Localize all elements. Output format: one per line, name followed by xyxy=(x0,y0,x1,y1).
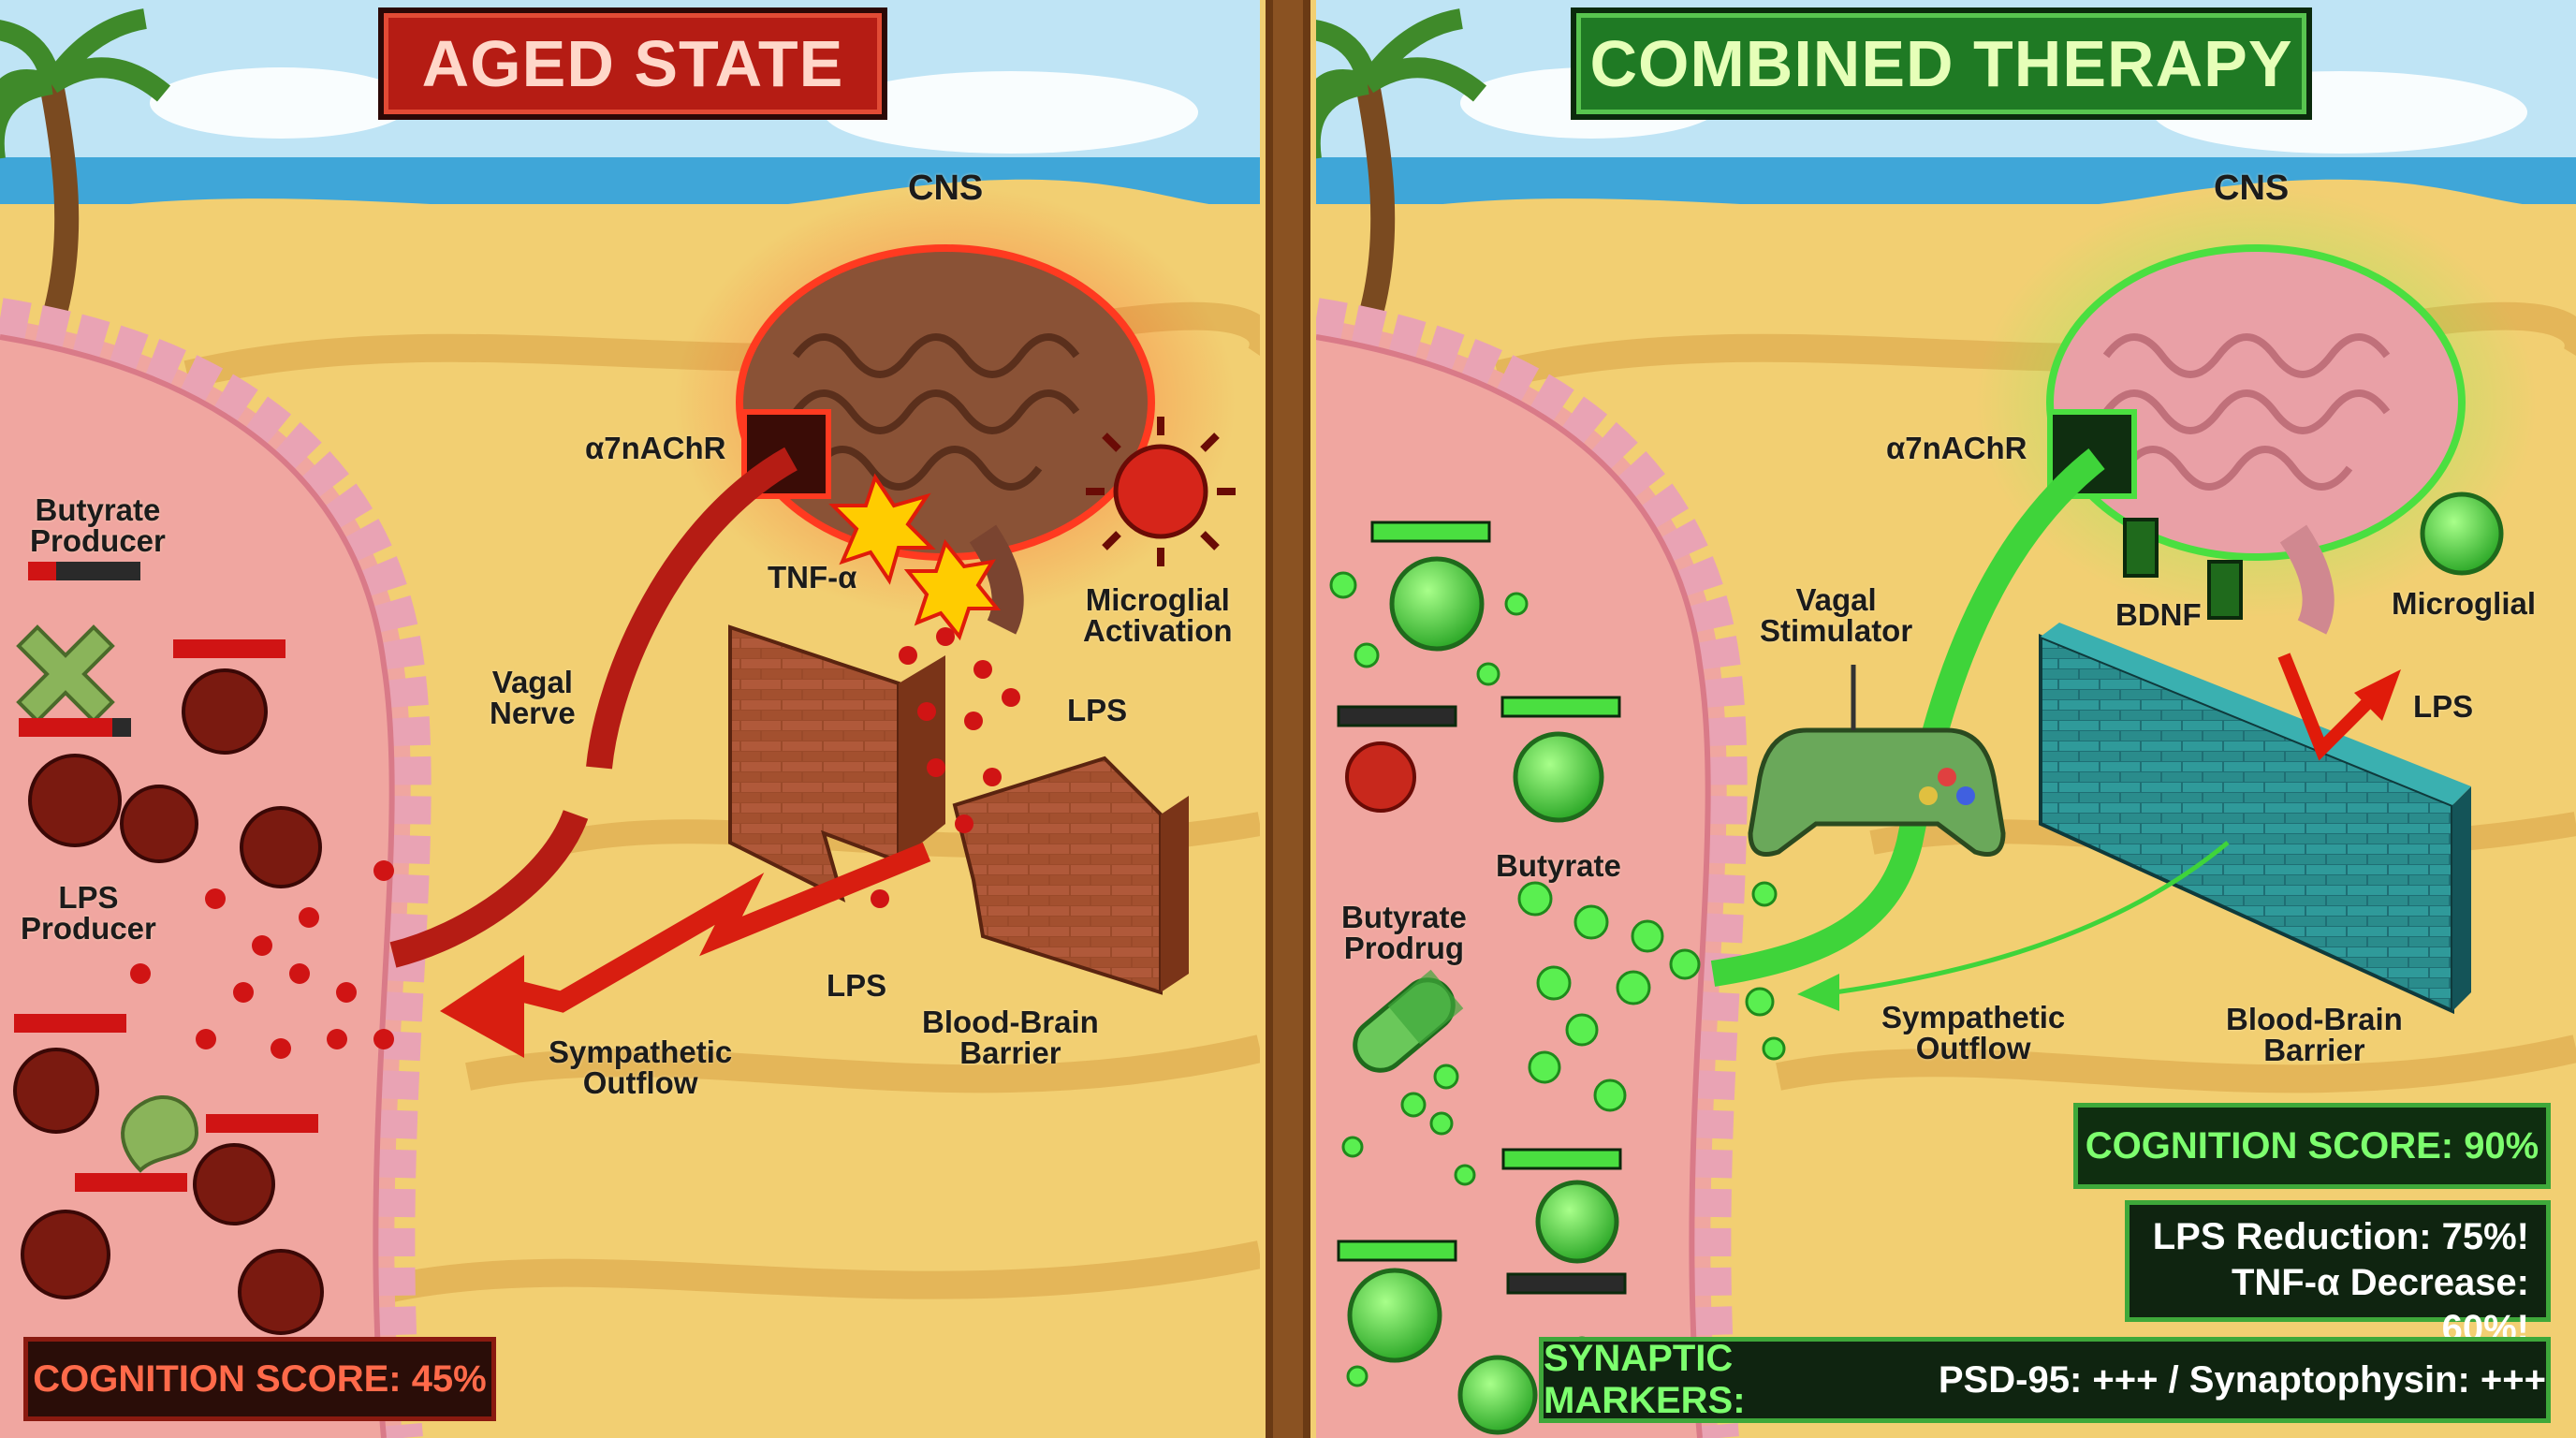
vagal-nerve-line-1: Vagal xyxy=(491,665,573,699)
sympathetic-right-line-2: Outflow xyxy=(1915,1031,2031,1065)
sympathetic-left-line-1: Sympathetic xyxy=(549,1034,733,1069)
butyrate-producer-line-1: Butyrate xyxy=(35,492,161,527)
receptor-label-right: α7nAChR xyxy=(1886,431,2027,465)
lps-producer-line-2: Producer xyxy=(21,911,156,946)
reduction-stats: LPS Reduction: 75%! TNF-α Decrease: 60%! xyxy=(2125,1200,2551,1349)
activated-microglia-icon xyxy=(1086,417,1236,566)
lps-producer-line-1: LPS xyxy=(58,880,119,915)
butyrate-producer-line-2: Producer xyxy=(30,523,166,558)
lps-blocked-arrow xyxy=(2277,653,2382,761)
bdnf-battery-icons xyxy=(2123,518,2243,620)
center-divider xyxy=(1260,0,1316,1438)
bbb-left-line-1: Blood-Brain xyxy=(922,1005,1099,1039)
vagal-stimulator-icon xyxy=(1748,665,2006,857)
vagal-nerve-lower xyxy=(389,809,589,968)
combined-therapy-title: COMBINED THERAPY xyxy=(1571,7,2312,120)
vagal-stimulator-line-2: Stimulator xyxy=(1760,613,1913,648)
tnf-label: TNF-α xyxy=(768,560,857,594)
lps-lower-label: LPS xyxy=(827,968,887,1003)
vagal-nerve-line-2: Nerve xyxy=(490,696,576,730)
microglial-activation-line-2: Activation xyxy=(1083,613,1233,648)
bbb-label-right: Blood-Brain Barrier xyxy=(2226,1004,2403,1065)
healthy-brain xyxy=(1975,187,2537,635)
sympathetic-arrowhead-left xyxy=(440,955,524,1058)
health-bars-right xyxy=(1337,521,1627,1295)
lps-upper-label: LPS xyxy=(1067,693,1128,727)
microglial-activation-line-1: Microglial xyxy=(1085,582,1230,617)
intact-bbb-wall xyxy=(2039,623,2471,1015)
lps-particles-left xyxy=(130,627,1020,1059)
lps-producer-label: LPS Producer xyxy=(21,882,156,944)
butyrate-prodrug-label: Butyrate Prodrug xyxy=(1341,902,1467,963)
butyrate-particles xyxy=(1329,571,1786,1387)
lps-reduction-stat: LPS Reduction: 75%! xyxy=(2152,1216,2529,1257)
bbb-label-left: Blood-Brain Barrier xyxy=(922,1006,1099,1068)
resting-microglia-icon xyxy=(2420,492,2504,576)
sympathetic-label-left: Sympathetic Outflow xyxy=(549,1036,732,1098)
bbb-left-line-2: Barrier xyxy=(959,1035,1061,1070)
vagal-nerve-upper xyxy=(586,447,798,770)
bdnf-label: BDNF xyxy=(2115,597,2202,632)
vagal-stimulator-label: Vagal Stimulator xyxy=(1760,584,1912,646)
butyrate-producer-bacteria xyxy=(16,624,199,1173)
reduced-lps-bacterium xyxy=(1345,741,1416,813)
beneficial-bacteria xyxy=(1347,556,1619,1435)
lps-arrowhead xyxy=(2354,669,2401,721)
cognition-score-therapy: COGNITION SCORE: 90% xyxy=(2073,1103,2551,1189)
sympathetic-right-line-1: Sympathetic xyxy=(1881,1000,2066,1034)
vagal-stimulator-line-1: Vagal xyxy=(1795,582,1877,617)
sympathetic-arrow-right xyxy=(1834,841,2230,995)
butyrate-producer-label: Butyrate Producer xyxy=(30,494,166,556)
lps-producer-bacteria xyxy=(13,668,324,1335)
receptor-label-left: α7nAChR xyxy=(585,431,726,465)
synaptic-markers-key: SYNAPTIC MARKERS: xyxy=(1544,1338,1746,1421)
health-bars-left xyxy=(14,562,318,1192)
microglial-label-right: Microglial xyxy=(2392,586,2537,621)
synaptic-markers-banner: SYNAPTIC MARKERS: PSD-95: +++ / Synaptop… xyxy=(1539,1337,2551,1423)
microglial-activation-label: Microglial Activation xyxy=(1083,584,1233,646)
butyrate-prodrug-line-2: Prodrug xyxy=(1343,931,1465,965)
synaptic-markers-values: PSD-95: +++ / Synaptophysin: +++ xyxy=(1927,1358,2546,1401)
sympathetic-arrow-left xyxy=(503,842,931,1013)
butyrate-prodrug-pill-icon xyxy=(1353,969,1464,1073)
lps-label-right: LPS xyxy=(2413,689,2474,724)
cns-label-left: CNS xyxy=(908,169,984,208)
butyrate-prodrug-line-1: Butyrate xyxy=(1341,900,1467,934)
aged-state-title: AGED STATE xyxy=(378,7,887,120)
tnf-burst-icon xyxy=(828,473,1002,641)
bbb-right-line-2: Barrier xyxy=(2263,1033,2365,1067)
vagal-nerve-label: Vagal Nerve xyxy=(490,667,576,728)
sympathetic-left-line-2: Outflow xyxy=(582,1065,698,1100)
sympathetic-arrowhead-right xyxy=(1797,974,1839,1011)
bbb-right-line-1: Blood-Brain xyxy=(2226,1002,2403,1036)
cns-label-right: CNS xyxy=(2214,169,2290,208)
sympathetic-label-right: Sympathetic Outflow xyxy=(1881,1002,2065,1064)
cognition-score-aged: COGNITION SCORE: 45% xyxy=(23,1337,496,1421)
butyrate-label: Butyrate xyxy=(1496,848,1621,883)
aged-brain xyxy=(674,187,1236,635)
